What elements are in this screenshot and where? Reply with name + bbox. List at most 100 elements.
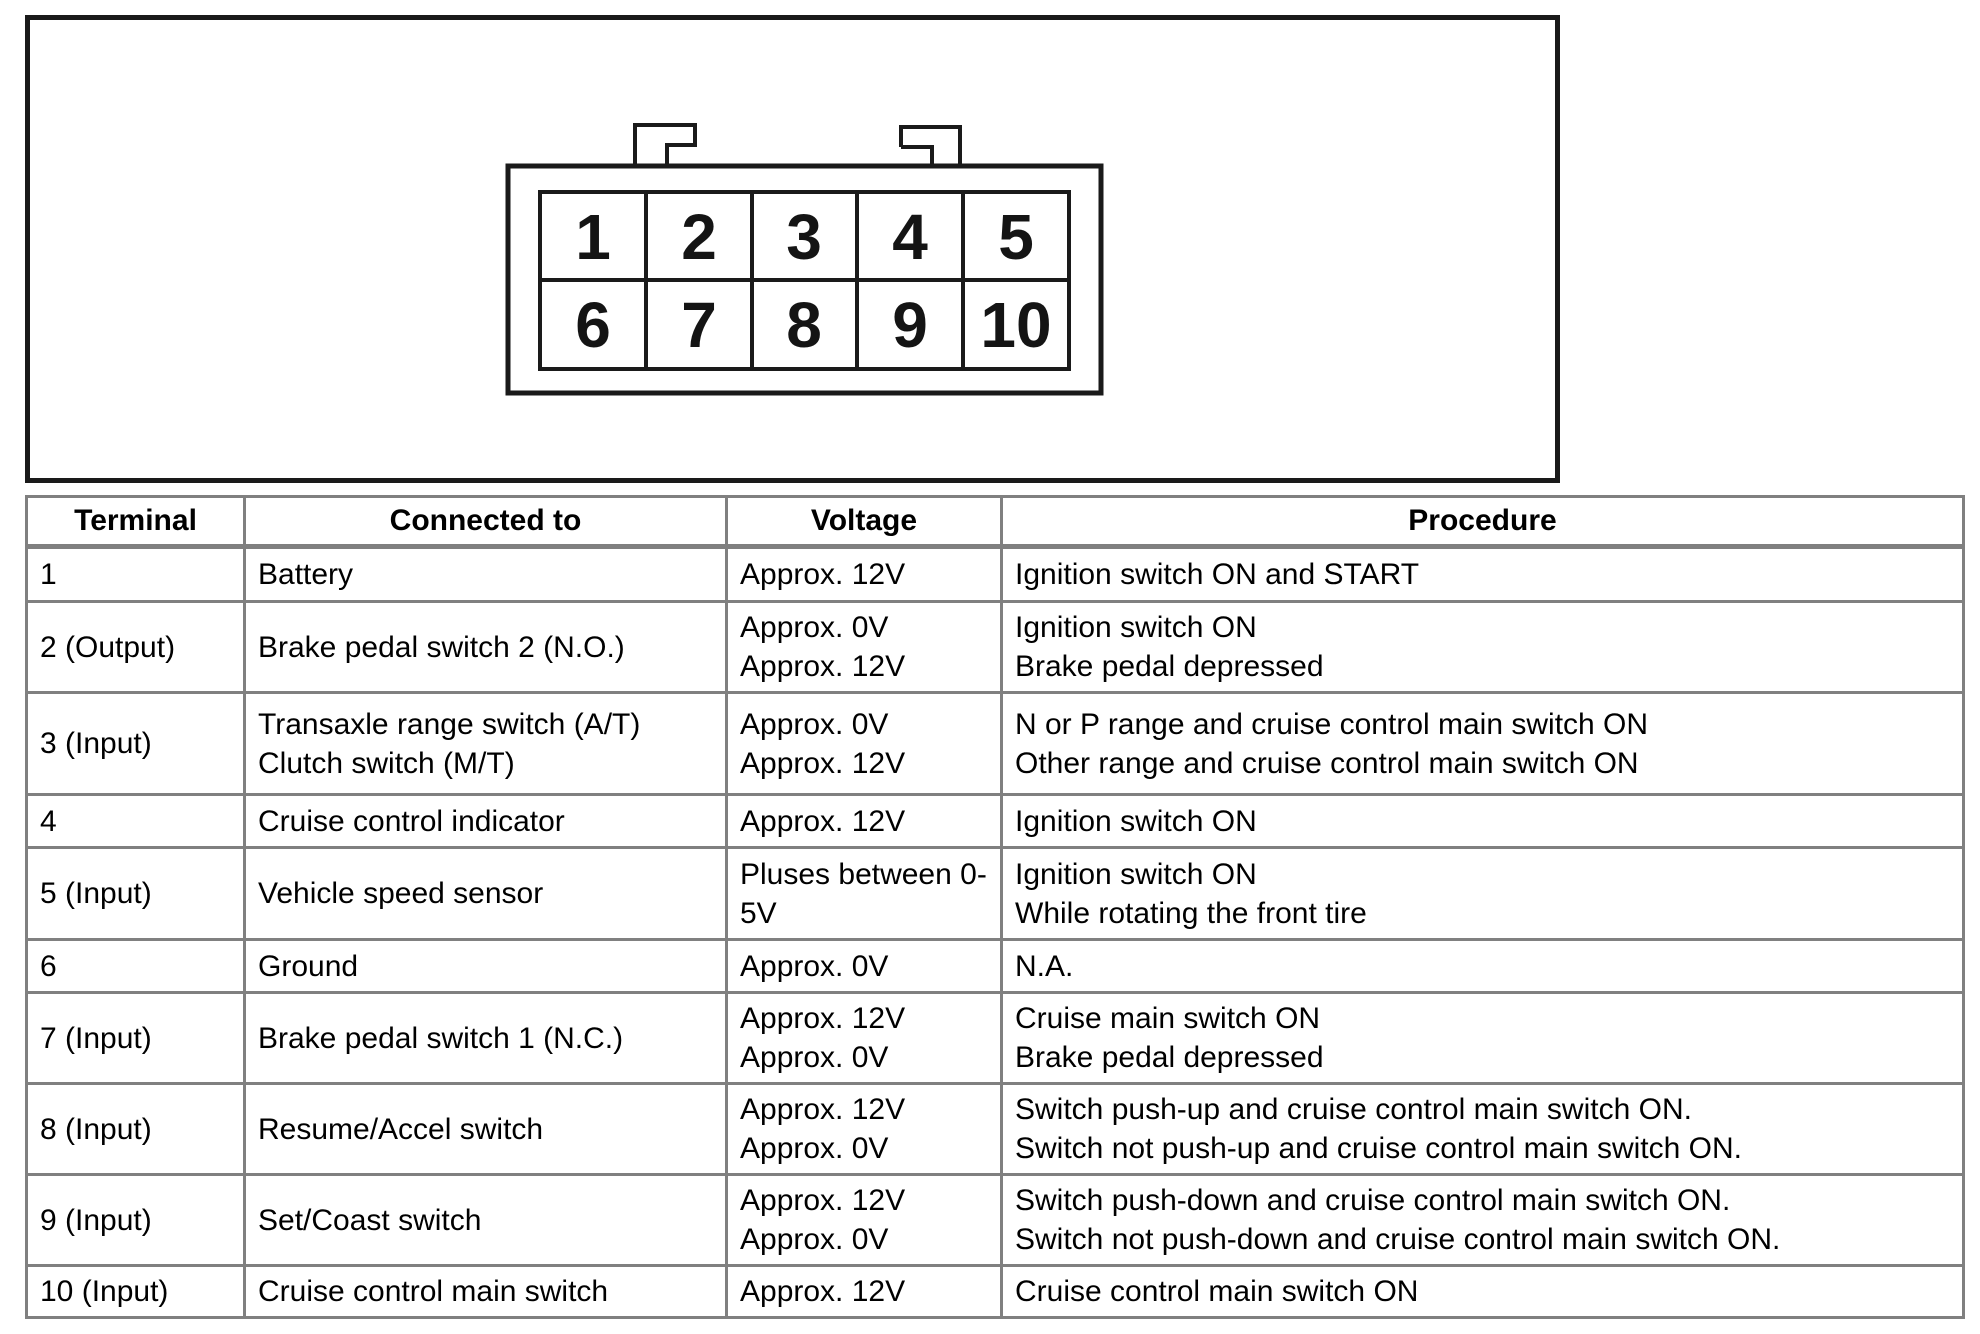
- cell-line: Ignition switch ON: [1015, 857, 1257, 891]
- terminal-cell: 6: [25, 938, 246, 994]
- table-header-row: Terminal Connected to Voltage Procedure: [25, 495, 1965, 549]
- cell-line: Switch push-up and cruise control main s…: [1015, 1093, 1692, 1126]
- cell-line: Cruise control indicator: [258, 804, 565, 838]
- procedure-cell: Ignition switch ON and START: [1000, 545, 1965, 603]
- cell-line: 9 (Input): [40, 1203, 152, 1237]
- connected-to-cell: Battery: [243, 545, 728, 603]
- connected-to-cell: Set/Coast switch: [243, 1173, 728, 1267]
- cell-line: 10 (Input): [40, 1275, 169, 1308]
- connected-to-cell: Cruise control indicator: [243, 793, 728, 849]
- procedure-cell: Switch push-down and cruise control main…: [1000, 1173, 1965, 1267]
- cell-line: Switch not push-up and cruise control ma…: [1015, 1132, 1742, 1165]
- cell-line: While rotating the front tire: [1015, 896, 1367, 930]
- connected-to-cell: Resume/Accel switch: [243, 1082, 728, 1176]
- pin-number: 8: [786, 289, 822, 361]
- cell-line: Switch not push-down and cruise control …: [1015, 1223, 1781, 1256]
- col-header-voltage: Voltage: [725, 495, 1003, 549]
- cell-line: 6: [40, 949, 57, 983]
- cell-line: Approx. 0V: [740, 1132, 889, 1165]
- cell-line: Clutch switch (M/T): [258, 746, 515, 780]
- pin-number: 1: [575, 201, 611, 273]
- cell-line: Approx. 12V: [740, 1093, 906, 1126]
- voltage-cell: Approx. 12V: [725, 545, 1003, 603]
- cell-line: 3 (Input): [40, 727, 152, 760]
- connector-right-tab-notch: [901, 145, 934, 166]
- cell-line: Pluses between 0-5V: [740, 857, 987, 930]
- voltage-cell: Approx. 12V Approx. 0V: [725, 1082, 1003, 1176]
- pin-number: 7: [681, 289, 717, 361]
- cell-line: N.A.: [1015, 949, 1074, 983]
- cell-line: Ignition switch ON: [1015, 611, 1257, 644]
- voltage-cell: Pluses between 0-5V: [725, 846, 1003, 941]
- cell-line: Cruise control main switch ON: [1015, 1275, 1419, 1308]
- cell-line: Ignition switch ON and START: [1015, 558, 1420, 591]
- pin-number: 5: [998, 201, 1034, 273]
- table-row: 6 Ground Approx. 0V N.A.: [25, 938, 1965, 994]
- table-row: 3 (Input) Transaxle range switch (A/T) Clu…: [25, 691, 1965, 796]
- cell-line: Approx. 12V: [740, 746, 906, 780]
- terminal-cell: 7 (Input): [25, 991, 246, 1085]
- col-header-terminal: Terminal: [25, 495, 246, 549]
- cell-line: Approx. 12V: [740, 1184, 906, 1217]
- voltage-cell: Approx. 12V: [725, 793, 1003, 849]
- cell-line: 7 (Input): [40, 1021, 152, 1055]
- voltage-cell: Approx. 0V Approx. 12V: [725, 691, 1003, 796]
- cell-line: Approx. 0V: [740, 1041, 889, 1074]
- col-header-procedure: Procedure: [1000, 495, 1965, 549]
- voltage-cell: Approx. 0V Approx. 12V: [725, 600, 1003, 694]
- terminal-cell: 10 (Input): [25, 1264, 246, 1319]
- cell-line: Ignition switch ON: [1015, 804, 1257, 838]
- pin-number: 3: [786, 201, 822, 273]
- cell-line: Approx. 0V: [740, 707, 889, 741]
- connected-to-cell: Vehicle speed sensor: [243, 846, 728, 941]
- cell-line: 4: [40, 804, 57, 838]
- cell-line: N or P range and cruise control main swi…: [1015, 707, 1649, 741]
- cell-line: Brake pedal depressed: [1015, 1041, 1324, 1074]
- terminal-cell: 3 (Input): [25, 691, 246, 796]
- connected-to-cell: Ground: [243, 938, 728, 994]
- table-row: 1 Battery Approx. 12V Ignition switch ON an…: [25, 545, 1965, 603]
- terminal-cell: 8 (Input): [25, 1082, 246, 1176]
- cell-line: 1: [40, 558, 57, 591]
- pin-number: 9: [892, 289, 928, 361]
- terminal-spec-table: Terminal Connected to Voltage Procedure …: [25, 495, 1965, 1319]
- terminal-cell: 2 (Output): [25, 600, 246, 694]
- pin-number: 10: [980, 289, 1051, 361]
- cell-line: Brake pedal switch 1 (N.C.): [258, 1021, 624, 1055]
- cell-line: Transaxle range switch (A/T): [258, 707, 641, 741]
- connected-to-cell: Brake pedal switch 2 (N.O.): [243, 600, 728, 694]
- procedure-cell: N or P range and cruise control main swi…: [1000, 691, 1965, 796]
- table-row: 7 (Input) Brake pedal switch 1 (N.C.) Appr…: [25, 991, 1965, 1085]
- pin-number: 4: [892, 201, 928, 273]
- procedure-cell: Cruise control main switch ON: [1000, 1264, 1965, 1319]
- cell-line: Approx. 12V: [740, 1275, 906, 1308]
- cell-line: Approx. 0V: [740, 611, 889, 644]
- cell-line: Approx. 12V: [740, 804, 906, 838]
- cell-line: Switch push-down and cruise control main…: [1015, 1184, 1731, 1217]
- cell-line: Approx. 12V: [740, 558, 906, 591]
- cell-line: Approx. 12V: [740, 1002, 906, 1035]
- cell-line: Approx. 0V: [740, 949, 889, 983]
- pin-number: 2: [681, 201, 717, 273]
- procedure-cell: Ignition switch ON While rotating the fro…: [1000, 846, 1965, 941]
- procedure-cell: Ignition switch ON: [1000, 793, 1965, 849]
- procedure-cell: N.A.: [1000, 938, 1965, 994]
- procedure-cell: Switch push-up and cruise control main s…: [1000, 1082, 1965, 1176]
- cell-line: Cruise control main switch: [258, 1275, 609, 1308]
- col-header-connected-to: Connected to: [243, 495, 728, 549]
- cell-line: Approx. 12V: [740, 650, 906, 683]
- cell-line: Resume/Accel switch: [258, 1112, 544, 1146]
- connector-right-tab: [899, 125, 962, 166]
- connector-outer-shell: [505, 163, 1104, 396]
- pin-number: 6: [575, 289, 611, 361]
- voltage-cell: Approx. 12V Approx. 0V: [725, 991, 1003, 1085]
